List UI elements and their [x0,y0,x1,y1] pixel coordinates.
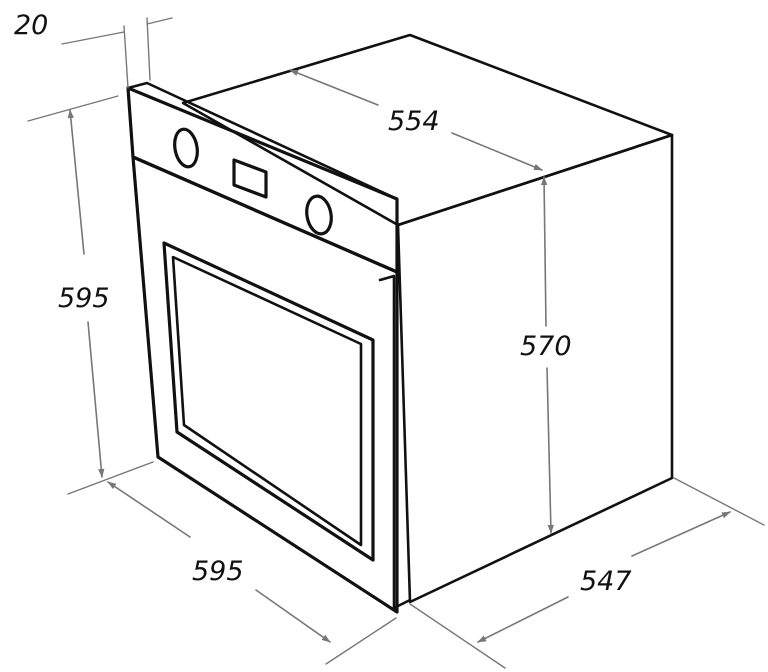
dim-label-top-depth: 554 [388,106,440,137]
right-knob [305,194,333,236]
dim-body-depth: 547 [409,477,765,669]
dim-top-depth: 554 [289,69,543,171]
dim-label-body-depth: 547 [580,566,632,597]
dim-body-height: 570 [520,176,572,534]
oven-door [131,155,412,614]
dim-label-body-height: 570 [520,331,572,362]
door-window-outer [162,241,375,562]
dim-total-height: 595 [27,95,154,495]
dim-label-front-panel-depth: 20 [14,10,48,41]
left-knob [173,127,199,169]
door-window-inner [171,255,363,547]
oven-body [181,33,674,604]
oven-side-face [396,133,674,604]
dim-label-total-height: 595 [58,283,110,314]
dim-label-front-width: 595 [192,556,244,587]
dim-front-panel-depth: 20 [14,10,173,89]
dim-front-width: 595 [107,481,397,665]
door-outer-frame [131,155,399,614]
display-window [232,158,268,199]
